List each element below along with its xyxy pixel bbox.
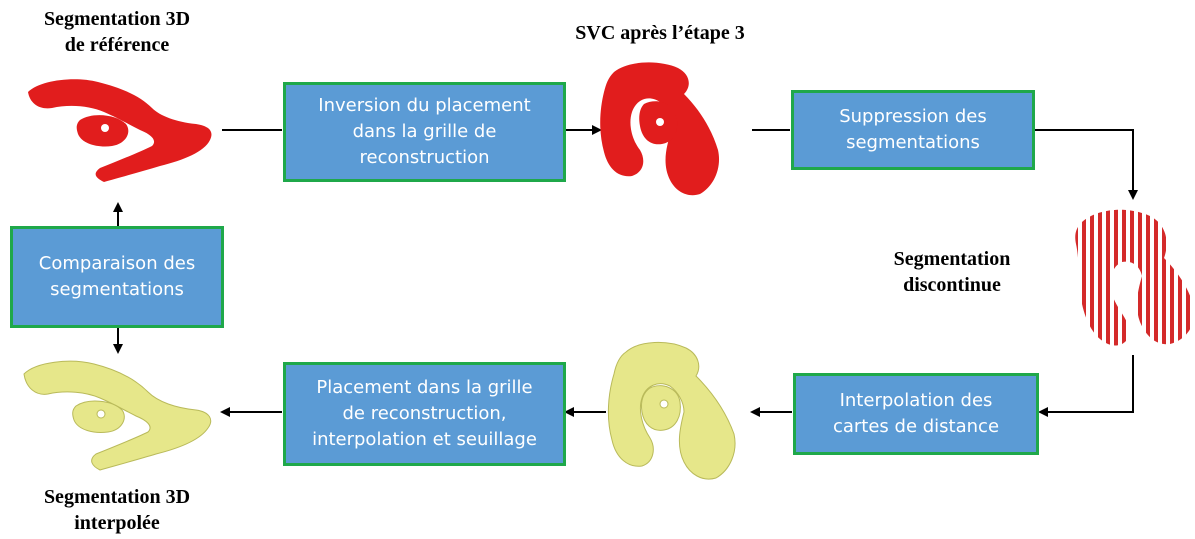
svc-shape bbox=[600, 62, 720, 196]
interpolated-distance-shape bbox=[607, 341, 736, 480]
discontinuous-segmentation-label: Segmentation discontinue bbox=[893, 248, 1011, 296]
reference-segmentation-label: Segmentation 3D de référence bbox=[43, 8, 191, 56]
interpolated-segmentation-shape bbox=[23, 360, 212, 471]
comparison-step-box: Comparaison des segmentations bbox=[10, 226, 224, 328]
interpolated-segmentation-label: Segmentation 3D interpolée bbox=[43, 486, 191, 534]
discontinuous-segmentation-shape bbox=[1075, 209, 1195, 346]
arrow-discontinuous-to-interpolation bbox=[1038, 355, 1134, 417]
svc-after-step-label: SVC après l’étape 3 bbox=[575, 22, 745, 44]
arrow-suppression-to-discontinuous bbox=[1035, 129, 1138, 200]
interpolation-step-box: Interpolation des cartes de distance bbox=[793, 373, 1039, 455]
inversion-step-box: Inversion du placement dans la grille de… bbox=[283, 82, 566, 182]
suppression-step-box: Suppression des segmentations bbox=[791, 90, 1035, 170]
placement-step-box: Placement dans la grille de reconstructi… bbox=[283, 362, 566, 466]
reference-segmentation-shape bbox=[28, 79, 212, 182]
